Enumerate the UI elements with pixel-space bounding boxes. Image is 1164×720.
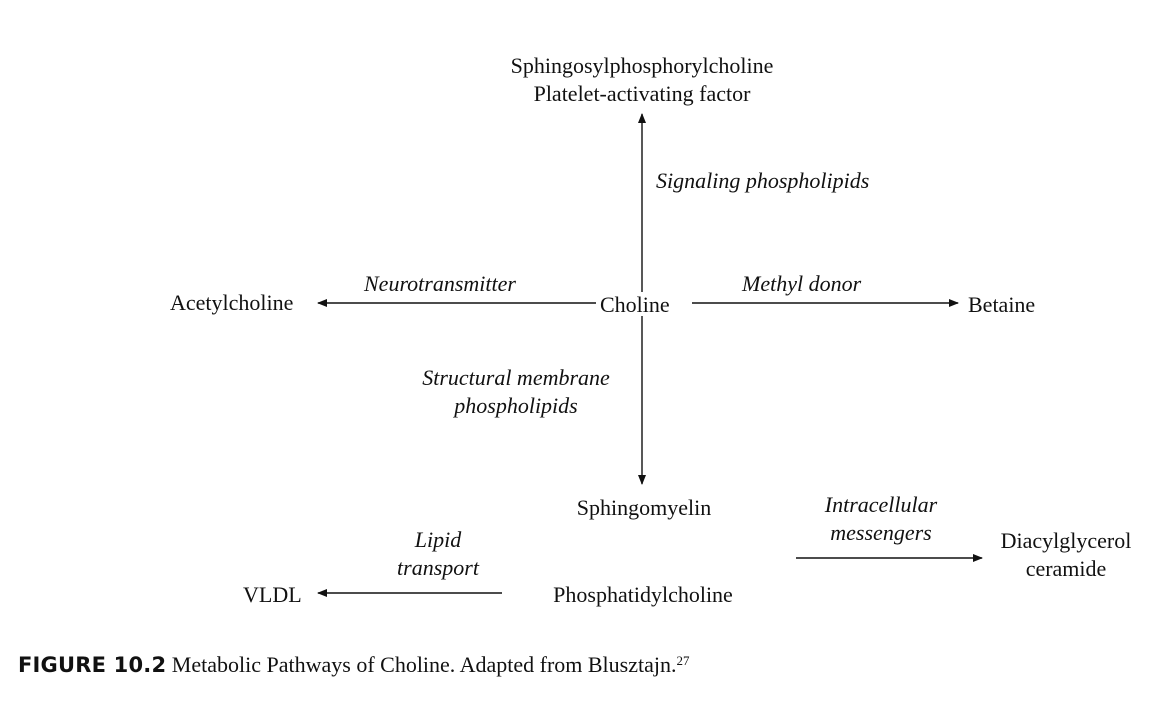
label-intracellular-line-2: messengers [830,520,932,545]
node-acetylcholine: Acetylcholine [170,290,294,315]
node-ceramide: ceramide [1025,556,1107,581]
label-intracellular-messengers: Intracellular messengers [784,491,978,547]
node-platelet-activating-factor: Platelet-activating factor [533,81,751,106]
label-methyl-donor: Methyl donor [742,271,862,296]
figure-reference: 27 [676,653,690,668]
figure-caption-text: Metabolic Pathways of Choline. Adapted f… [171,652,677,677]
figure-caption: FIGURE 10.2 Metabolic Pathways of Cholin… [18,650,690,680]
label-intracellular-line-1: Intracellular [824,492,938,517]
node-messenger-products: Diacylglycerol ceramide [976,527,1156,583]
node-sphingosylphosphorylcholine: Sphingosylphosphorylcholine [510,53,774,78]
label-structural-line-1: Structural membrane [422,365,610,390]
node-phosphatidylcholine: Phosphatidylcholine [553,582,733,607]
label-structural-line-2: phospholipids [454,393,578,418]
label-structural-membrane-phospholipids: Structural membrane phospholipids [390,364,642,420]
node-betaine: Betaine [968,292,1036,317]
node-sphingomyelin: Sphingomyelin [576,495,712,520]
node-vldl: VLDL [243,582,302,607]
node-signaling-products: Sphingosylphosphorylcholine Platelet-act… [440,52,844,108]
node-choline: Choline [600,292,670,317]
node-diacylglycerol: Diacylglycerol [1000,528,1132,553]
label-lipid-line-2: transport [397,555,479,580]
label-lipid-transport: Lipid transport [358,526,518,582]
figure-number: FIGURE 10.2 [18,653,167,677]
label-lipid-line-1: Lipid [414,527,462,552]
label-signaling-phospholipids: Signaling phospholipids [656,168,870,193]
label-neurotransmitter: Neurotransmitter [364,271,516,296]
